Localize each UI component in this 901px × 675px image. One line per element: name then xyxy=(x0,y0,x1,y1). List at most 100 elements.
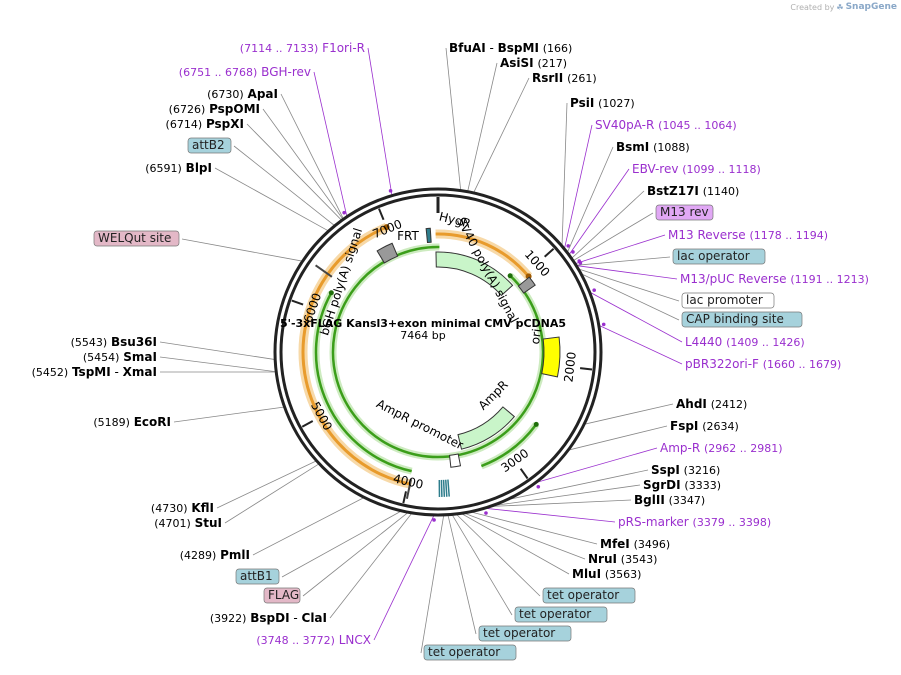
feature-hygr-shape xyxy=(435,251,514,297)
tick-mark xyxy=(402,491,407,504)
site-label: MfeI (3496) xyxy=(600,537,670,551)
site-position: (4289) xyxy=(180,549,217,562)
site-stui: (4701) StuI xyxy=(154,516,222,530)
site-label: (5454) SmaI xyxy=(83,350,157,364)
site-label: SspI (3216) xyxy=(651,463,720,477)
feature-arcs xyxy=(298,223,547,489)
site-name: MfeI xyxy=(600,537,630,551)
site-blpi: (6591) BlpI xyxy=(145,161,212,175)
site-tet-operator: tet operator xyxy=(542,587,636,604)
feature-badge xyxy=(478,625,572,642)
site-label: (5452) TspMI - XmaI xyxy=(32,365,157,379)
feature-badge xyxy=(681,311,803,328)
leader-line xyxy=(467,62,498,192)
feature-badge-label: tet operator xyxy=(483,626,555,640)
site-name: L4440 xyxy=(685,335,722,349)
site-label: (5189) EcoRI xyxy=(93,415,171,429)
site-name: BsmI xyxy=(616,140,649,154)
site-pspxi: (6714) PspXI xyxy=(166,117,244,131)
site-position: (6591) xyxy=(145,162,182,175)
leader-line xyxy=(420,514,445,654)
leader-line xyxy=(246,123,343,221)
primer-marker xyxy=(566,244,571,248)
site-label: BsmI (1088) xyxy=(616,140,690,154)
site-label: pBR322ori-F (1660 .. 1679) xyxy=(685,357,841,371)
feature-ori-shape xyxy=(541,336,561,378)
site-name: TspMI xyxy=(72,365,111,379)
feature-badge xyxy=(187,137,232,154)
site-f1ori-r: (7114 .. 7133) F1ori-R xyxy=(240,41,365,55)
site-l4440: L4440 (1409 .. 1426) xyxy=(685,335,805,349)
leader-line xyxy=(463,512,586,560)
leader-line xyxy=(252,497,365,556)
site-label: (6591) BlpI xyxy=(145,161,212,175)
site-psii: PsiI (1027) xyxy=(570,96,635,110)
site-bspdi: (3922) BspDI - ClaI xyxy=(210,611,327,625)
site-name: BstZ17I xyxy=(647,184,699,198)
site-position: (6726) xyxy=(169,103,206,116)
leader-line xyxy=(233,145,336,227)
site-ebv-rev: EBV-rev (1099 .. 1118) xyxy=(632,162,761,176)
site-label: BglII (3347) xyxy=(634,493,705,507)
site-label: BfuAI - BspMI (166) xyxy=(449,41,572,55)
site-pmli: (4289) PmlI xyxy=(180,548,250,562)
site-bsu36i: (5543) Bsu36I xyxy=(71,335,157,349)
site-label: (5543) Bsu36I xyxy=(71,335,157,349)
site-position: (1140) xyxy=(703,185,740,198)
site-apai: (6730) ApaI xyxy=(207,87,278,101)
site-position: (217) xyxy=(537,57,567,70)
site-name: LNCX xyxy=(339,633,371,647)
leader-line xyxy=(576,265,678,280)
site-name: AhdI xyxy=(676,397,707,411)
feature-badge-label: attB1 xyxy=(240,569,273,583)
site-tspmi: (5452) TspMI - XmaI xyxy=(32,365,157,379)
site-label: (3922) BspDI - ClaI xyxy=(210,611,327,625)
feature-badge-label: tet operator xyxy=(519,607,591,621)
site-attb1: attB1 xyxy=(235,568,280,585)
orf-green-arrowhead xyxy=(328,290,334,296)
site-name: BglII xyxy=(634,493,665,507)
feature-badge-label: M13 rev xyxy=(660,205,709,219)
leader-line xyxy=(159,341,276,360)
primer-marker xyxy=(342,210,346,215)
feature-label-ori: ori xyxy=(528,328,544,345)
site-name: NruI xyxy=(588,552,617,566)
site-position: (2962 .. 2981) xyxy=(704,442,783,455)
site-name: StuI xyxy=(195,516,222,530)
feature-badge-label: FLAG xyxy=(268,588,299,602)
leader-line xyxy=(491,484,641,507)
site-label: (3748 .. 3772) LNCX xyxy=(256,633,371,647)
site-position: (3347) xyxy=(669,494,706,507)
plasmid-backbone xyxy=(273,187,603,517)
feature-badge-label: WELQut site xyxy=(98,231,171,245)
leader-line xyxy=(574,234,666,265)
leader-line xyxy=(568,425,668,451)
leader-line xyxy=(329,512,413,619)
backbone-outer-ring xyxy=(273,187,603,517)
tick-label: 4000 xyxy=(392,471,425,491)
leader-line xyxy=(302,511,409,597)
site-label: BstZ17I (1140) xyxy=(647,184,739,198)
site-name-2: BspMI xyxy=(498,41,539,55)
leader-line xyxy=(367,47,393,196)
site-lac-promoter: lac promoter xyxy=(681,292,775,309)
leader-line xyxy=(583,403,674,425)
site-asisi: AsiSI (217) xyxy=(500,56,567,70)
site-name: Bsu36I xyxy=(111,335,157,349)
feature-badge xyxy=(672,248,766,265)
site-ecori: (5189) EcoRI xyxy=(93,415,171,429)
orf-arc xyxy=(435,232,530,278)
leader-line xyxy=(473,77,530,194)
site-name: BfuAI xyxy=(449,41,486,55)
site-mfei: MfeI (3496) xyxy=(600,537,670,551)
site-attb2: attB2 xyxy=(187,137,232,154)
site-name: PspXI xyxy=(206,117,244,131)
feature-badge xyxy=(423,644,517,661)
site-position: (261) xyxy=(567,72,597,85)
site-bgh-rev: (6751 .. 6768) BGH-rev xyxy=(179,65,311,79)
site-kfli: (4730) KflI xyxy=(151,501,214,515)
primer-marker xyxy=(536,484,541,489)
site-label: AhdI (2412) xyxy=(676,397,747,411)
tick-mark xyxy=(378,208,385,221)
